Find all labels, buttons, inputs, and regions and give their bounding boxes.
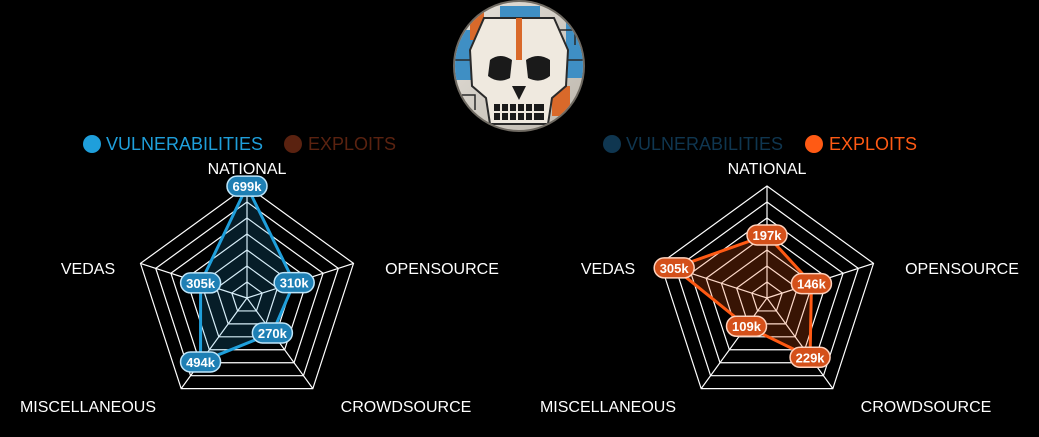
skull-logo — [453, 0, 585, 132]
grid-ring — [139, 185, 355, 390]
legend-marker-vulnerabilities[interactable] — [83, 135, 101, 153]
grid-ring — [690, 217, 844, 364]
radar-series: 197k 146k 229k 109k 305k — [653, 224, 833, 369]
data-label-pill — [790, 272, 833, 295]
data-label: 109k — [732, 319, 762, 334]
data-label: 197k — [753, 228, 783, 243]
data-label-pill — [226, 175, 268, 197]
data-point-national[interactable]: 699k — [226, 175, 268, 197]
axis-label-miscellaneous: MISCELLANEOUS — [20, 399, 156, 416]
radar-chart-exploits: VULNERABILITIES EXPLOITS 197k 146k 229k 109… — [540, 134, 1019, 416]
grid-ring — [185, 233, 309, 351]
data-point-vedas[interactable]: 305k — [179, 272, 222, 294]
data-label: 305k — [660, 261, 690, 276]
data-label: 229k — [796, 350, 826, 365]
grid-ring — [215, 265, 279, 325]
data-point-crowdsource[interactable]: 229k — [789, 346, 831, 369]
legend-marker-vulnerabilities[interactable] — [603, 135, 621, 153]
grid-ring — [674, 201, 860, 377]
data-point-crowdsource[interactable]: 270k — [251, 322, 294, 344]
data-label-pill — [725, 315, 768, 337]
axis-label-national: NATIONAL — [208, 161, 287, 178]
radar-axis-labels: NATIONAL OPENSOURCE CROWDSOURCE MISCELLANEO… — [540, 161, 1019, 416]
chart-legend: VULNERABILITIES EXPLOITS — [603, 134, 917, 154]
data-point-opensource[interactable]: 146k — [790, 272, 833, 295]
data-point-vedas[interactable]: 305k — [653, 257, 695, 279]
radar-series: 699k 310k 270k 494k 305k — [179, 175, 315, 373]
legend-marker-exploits[interactable] — [805, 135, 823, 153]
data-label-pill — [273, 271, 315, 294]
grid-ring — [231, 281, 263, 312]
data-point-miscellaneous[interactable]: 109k — [725, 315, 768, 337]
axis-label-miscellaneous: MISCELLANEOUS — [540, 399, 676, 416]
axis-label-vedas: VEDAS — [61, 261, 115, 278]
radar-chart-vulnerabilities: VULNERABILITIES EXPLOITS 699k 310k 270k 494… — [20, 134, 499, 416]
chart-legend: VULNERABILITIES EXPLOITS — [83, 134, 396, 154]
legend-label-vulnerabilities[interactable]: VULNERABILITIES — [626, 134, 783, 154]
grid-spoke — [700, 297, 768, 389]
data-label-pill — [653, 257, 695, 279]
grid-spoke — [766, 297, 834, 389]
legend-label-vulnerabilities[interactable]: VULNERABILITIES — [106, 134, 263, 154]
data-label: 310k — [280, 276, 310, 291]
grid-ring — [705, 233, 829, 351]
grid-ring — [170, 217, 324, 364]
grid-ring — [751, 281, 783, 312]
axis-label-vedas: VEDAS — [581, 261, 635, 278]
legend-marker-exploits[interactable] — [284, 135, 302, 153]
radar-axis-labels: NATIONAL OPENSOURCE CROWDSOURCE MISCELLANEO… — [20, 161, 499, 416]
series-area-vulnerabilities[interactable] — [199, 184, 296, 364]
data-label-pill — [251, 322, 294, 344]
data-label-pill — [179, 351, 222, 373]
data-label: 305k — [186, 276, 216, 291]
data-point-opensource[interactable]: 310k — [273, 271, 315, 294]
data-label: 699k — [233, 179, 263, 194]
series-area-exploits[interactable] — [672, 233, 813, 359]
data-label-pill — [746, 224, 788, 246]
data-point-miscellaneous[interactable]: 494k — [179, 351, 222, 373]
data-label: 494k — [186, 355, 216, 370]
axis-label-opensource: OPENSOURCE — [385, 261, 499, 278]
axis-label-crowdsource: CROWDSOURCE — [341, 399, 472, 416]
legend-label-exploits[interactable]: EXPLOITS — [308, 134, 396, 154]
data-label: 270k — [258, 326, 288, 341]
grid-spoke — [180, 297, 248, 389]
data-point-national[interactable]: 197k — [746, 224, 788, 246]
grid-ring — [659, 185, 875, 390]
legend-label-exploits[interactable]: EXPLOITS — [829, 134, 917, 154]
data-label: 146k — [797, 277, 827, 292]
axis-label-opensource: OPENSOURCE — [905, 261, 1019, 278]
axis-label-crowdsource: CROWDSOURCE — [861, 399, 992, 416]
data-label-pill — [179, 272, 222, 294]
axis-label-national: NATIONAL — [728, 161, 807, 178]
grid-ring — [154, 201, 340, 377]
data-label-pill — [789, 346, 831, 369]
